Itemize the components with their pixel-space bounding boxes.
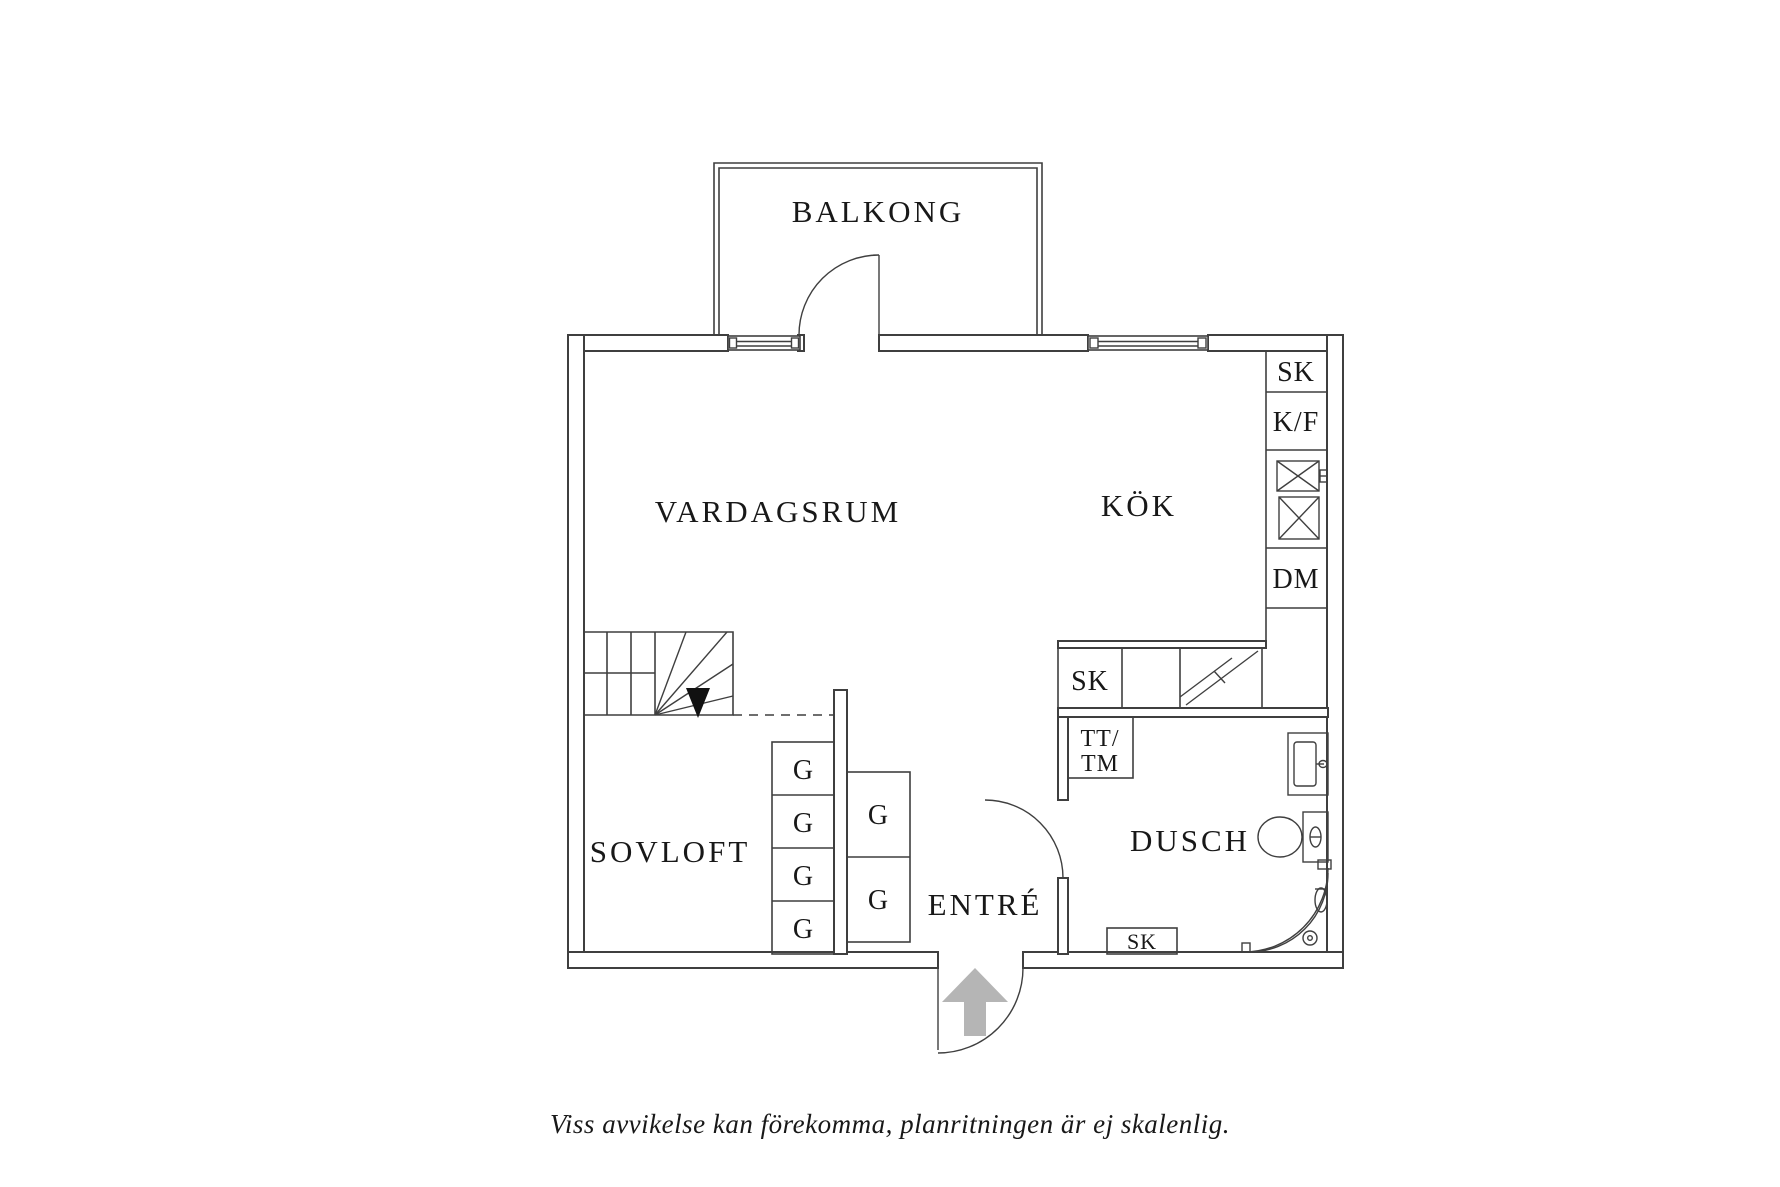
- bathroom-west-wall-upper: [1057, 716, 1069, 801]
- top-wall-left: [567, 334, 729, 352]
- exterior-walls: [567, 334, 1344, 969]
- bathroom-west-wall-lower: [1057, 877, 1069, 955]
- room-label-living-room: VARDAGSRUM: [655, 494, 902, 529]
- wardrobe-divider-wall: [833, 689, 848, 955]
- floor-drain-icon: [1302, 930, 1318, 946]
- entrance-door-swing-icon: [937, 967, 1024, 1054]
- washer-dryer-cabinet: [1067, 716, 1134, 779]
- right-wall: [1326, 334, 1344, 969]
- window-icon-left: [727, 335, 801, 351]
- label-hall-closet: SK: [1071, 666, 1109, 697]
- washbasin-icon: [1287, 732, 1329, 796]
- balcony-outline: [713, 162, 1043, 337]
- shower-head-icon: [1314, 887, 1328, 913]
- stair-direction-arrow-icon: [686, 688, 710, 718]
- label-dryer: TT/: [1081, 726, 1120, 752]
- wardrobe-column-right: [846, 771, 911, 943]
- label-dishwasher: DM: [1272, 564, 1319, 595]
- room-label-entrance: ENTRÉ: [928, 887, 1043, 922]
- room-label-sleeping-loft: SOVLOFT: [590, 834, 751, 869]
- label-wardrobe-6: G: [868, 885, 888, 916]
- left-wall: [567, 334, 585, 969]
- kitchen-sink-icon: [1276, 460, 1328, 492]
- entry-arrow-icon: [942, 968, 1008, 1036]
- window-icon-right: [1087, 335, 1209, 351]
- top-wall-right: [1207, 334, 1344, 352]
- balcony-door-swing-icon: [798, 254, 880, 336]
- label-wardrobe-3: G: [793, 861, 813, 892]
- kitchen-lower-wall: [1057, 640, 1267, 649]
- sliding-door-icon: [1179, 650, 1259, 706]
- toilet-icon: [1257, 811, 1329, 863]
- bathroom-top-wall: [1057, 707, 1329, 718]
- label-fridge-freezer: K/F: [1273, 407, 1320, 438]
- label-bathroom-cabinet: SK: [1127, 929, 1157, 954]
- label-kitchen-cabinet: SK: [1277, 357, 1315, 388]
- stove-icon: [1278, 496, 1320, 540]
- top-wall-middle: [878, 334, 1089, 352]
- disclaimer-text: Viss avvikelse kan förekomma, planritnin…: [550, 1109, 1230, 1139]
- kitchen-counter-column: [1265, 351, 1327, 641]
- bathroom-cabinet-box: [1106, 927, 1178, 955]
- bathroom-door-swing-icon: [984, 799, 1064, 879]
- room-label-kitchen: KÖK: [1101, 488, 1177, 523]
- label-wardrobe-2: G: [793, 808, 813, 839]
- label-wardrobe-5: G: [868, 800, 888, 831]
- label-washer: TM: [1081, 751, 1119, 777]
- wardrobe-column-left: [771, 741, 835, 955]
- room-label-balcony: BALKONG: [792, 194, 965, 229]
- bottom-wall-left: [567, 951, 939, 969]
- stairs-icon: [584, 631, 734, 718]
- label-wardrobe-1: G: [793, 755, 813, 786]
- label-wardrobe-4: G: [793, 914, 813, 945]
- bottom-wall-right: [1022, 951, 1344, 969]
- room-label-shower: DUSCH: [1130, 823, 1250, 858]
